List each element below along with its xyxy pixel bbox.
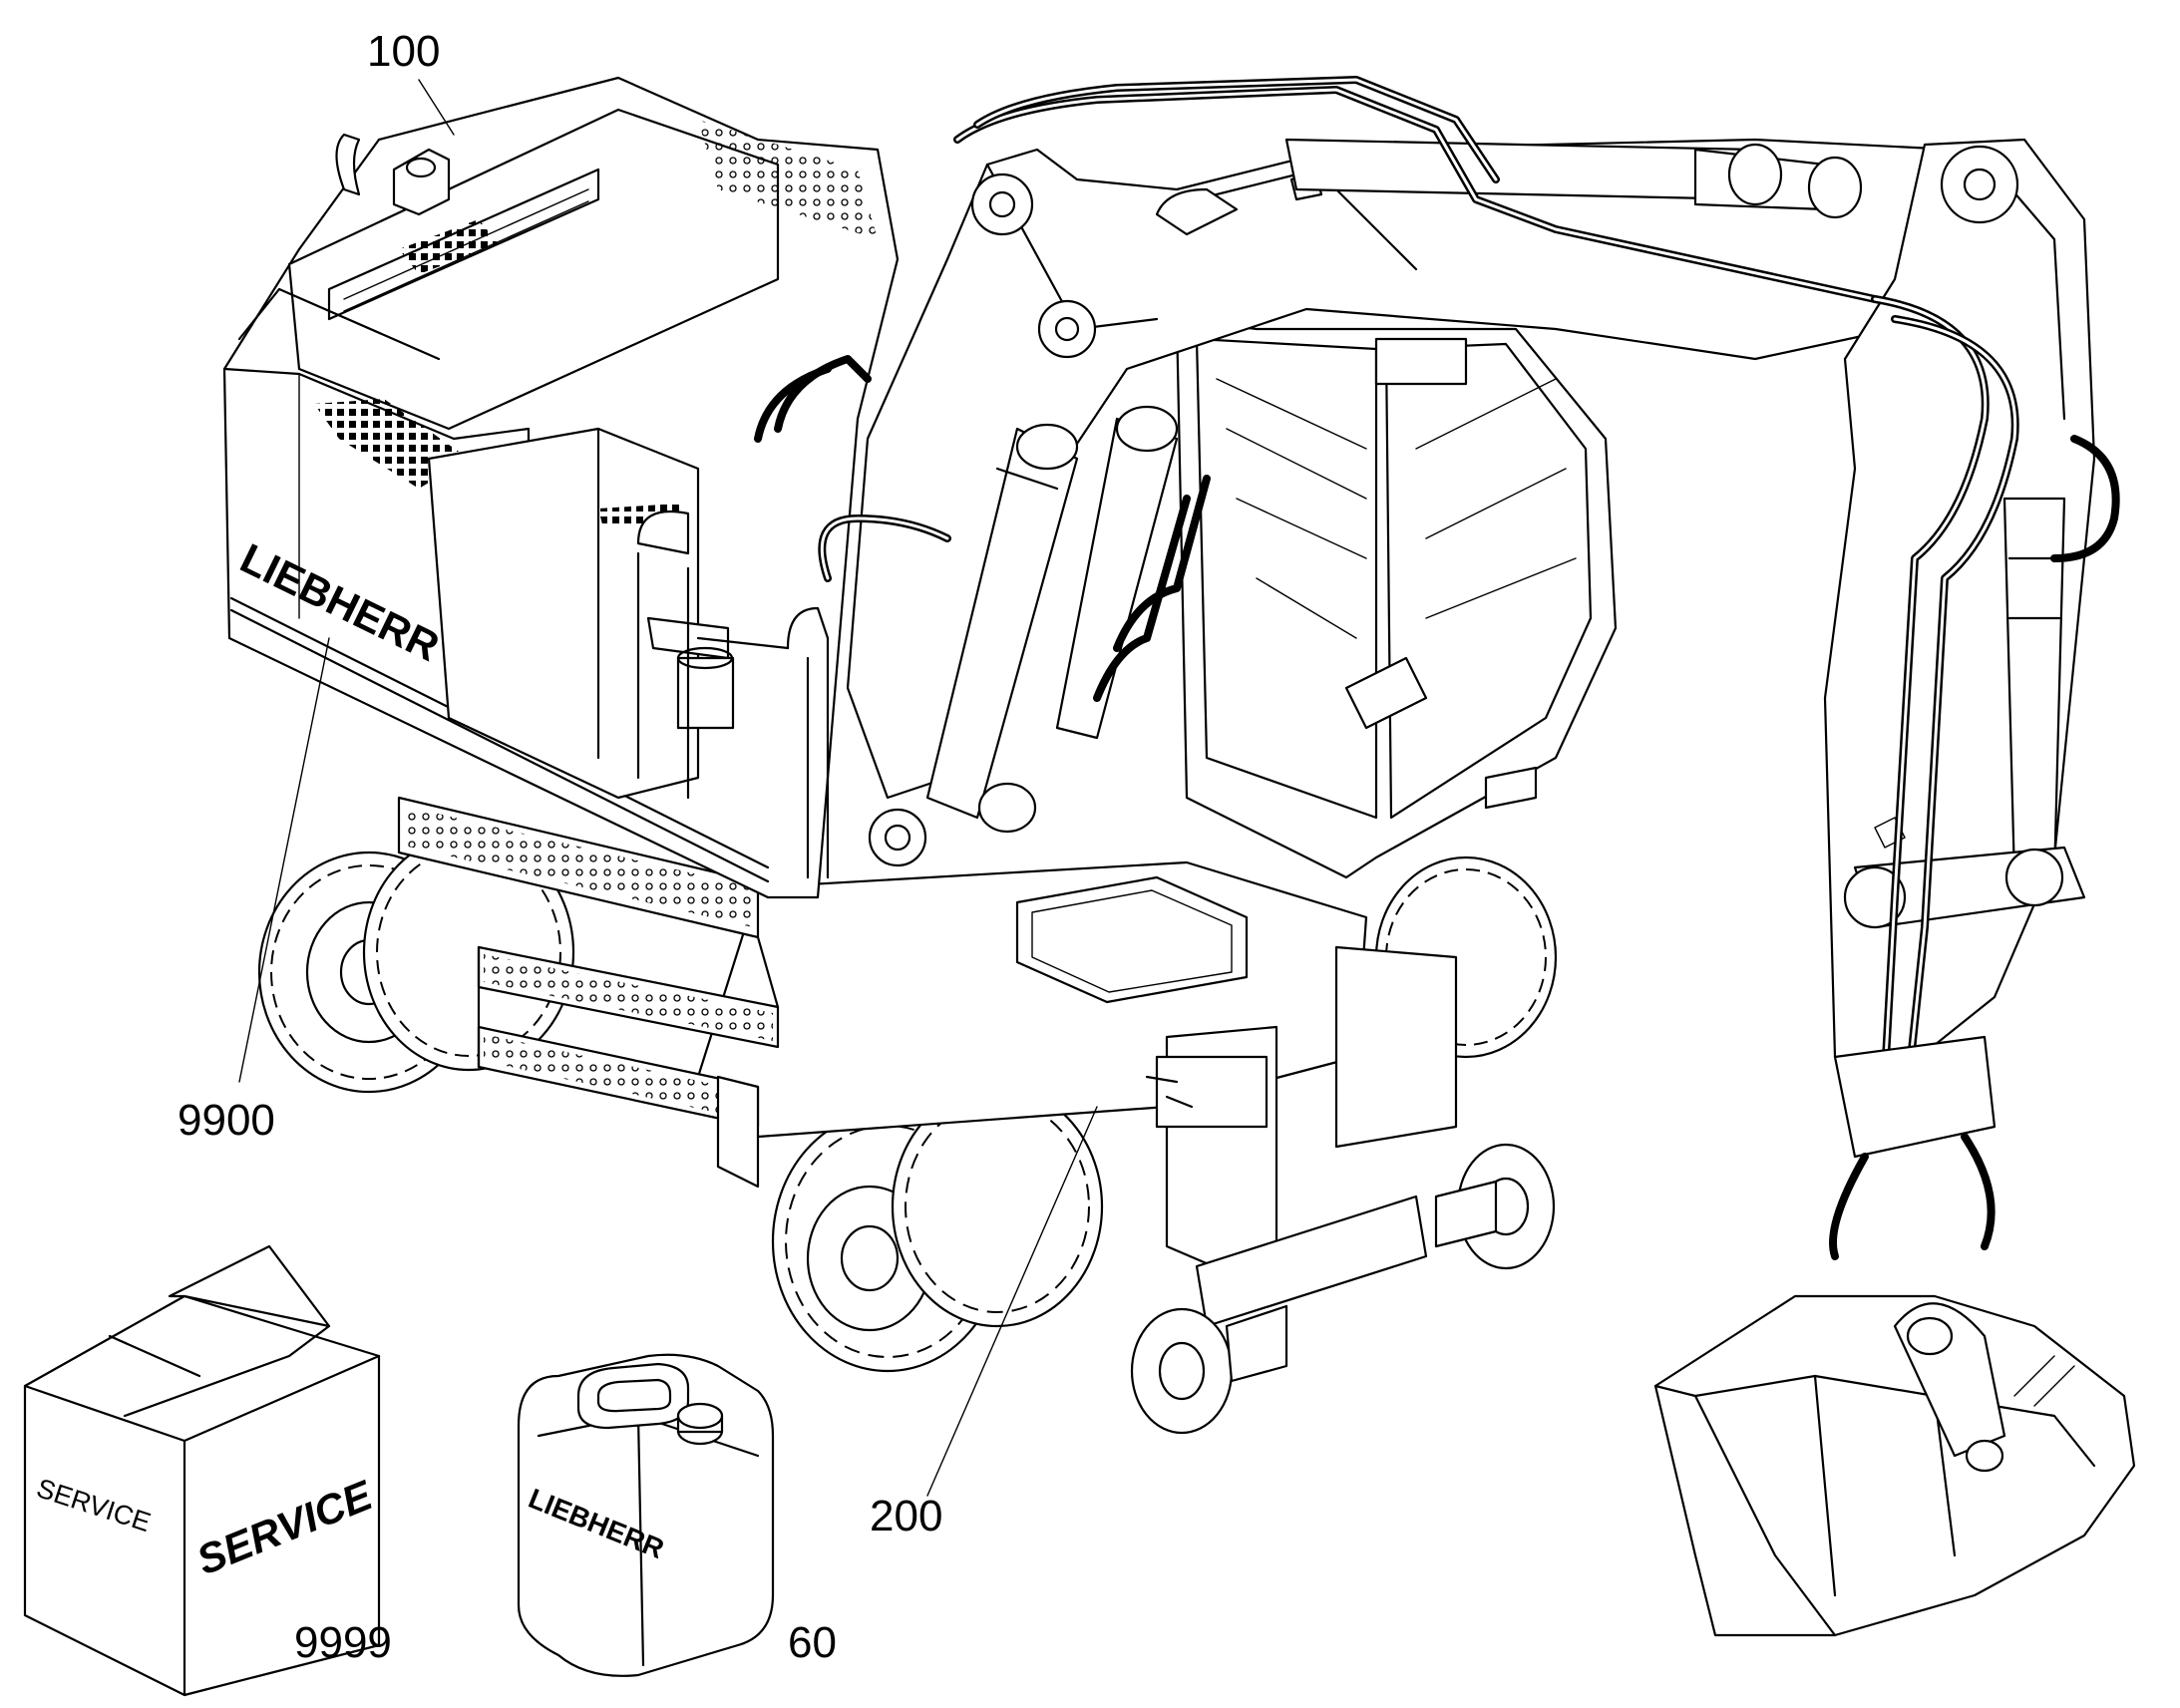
boom: [754, 76, 1957, 867]
callout-9999: 9999: [294, 1618, 392, 1667]
callout-60: 60: [788, 1618, 837, 1667]
callout-200: 200: [870, 1492, 942, 1540]
callout-9900: 9900: [178, 1096, 275, 1145]
uppercarriage: LIEBHERR: [222, 76, 900, 899]
rail-guide-gear: [1130, 945, 1556, 1435]
service-box: SERVICE SERVICE: [23, 1244, 380, 1697]
rear-left-wheel: [257, 833, 575, 1094]
front-left-wheel: [771, 1085, 1104, 1373]
undercarriage: [257, 796, 1558, 1435]
operator-cab: [1175, 317, 1618, 879]
oil-canister: LIEBHERR: [517, 1353, 775, 1677]
stick: [1823, 138, 2120, 1260]
access-steps: [397, 796, 780, 1189]
bucket: [1653, 1294, 2136, 1637]
callout-leaders: [238, 79, 1098, 1497]
callout-100: 100: [367, 27, 440, 76]
